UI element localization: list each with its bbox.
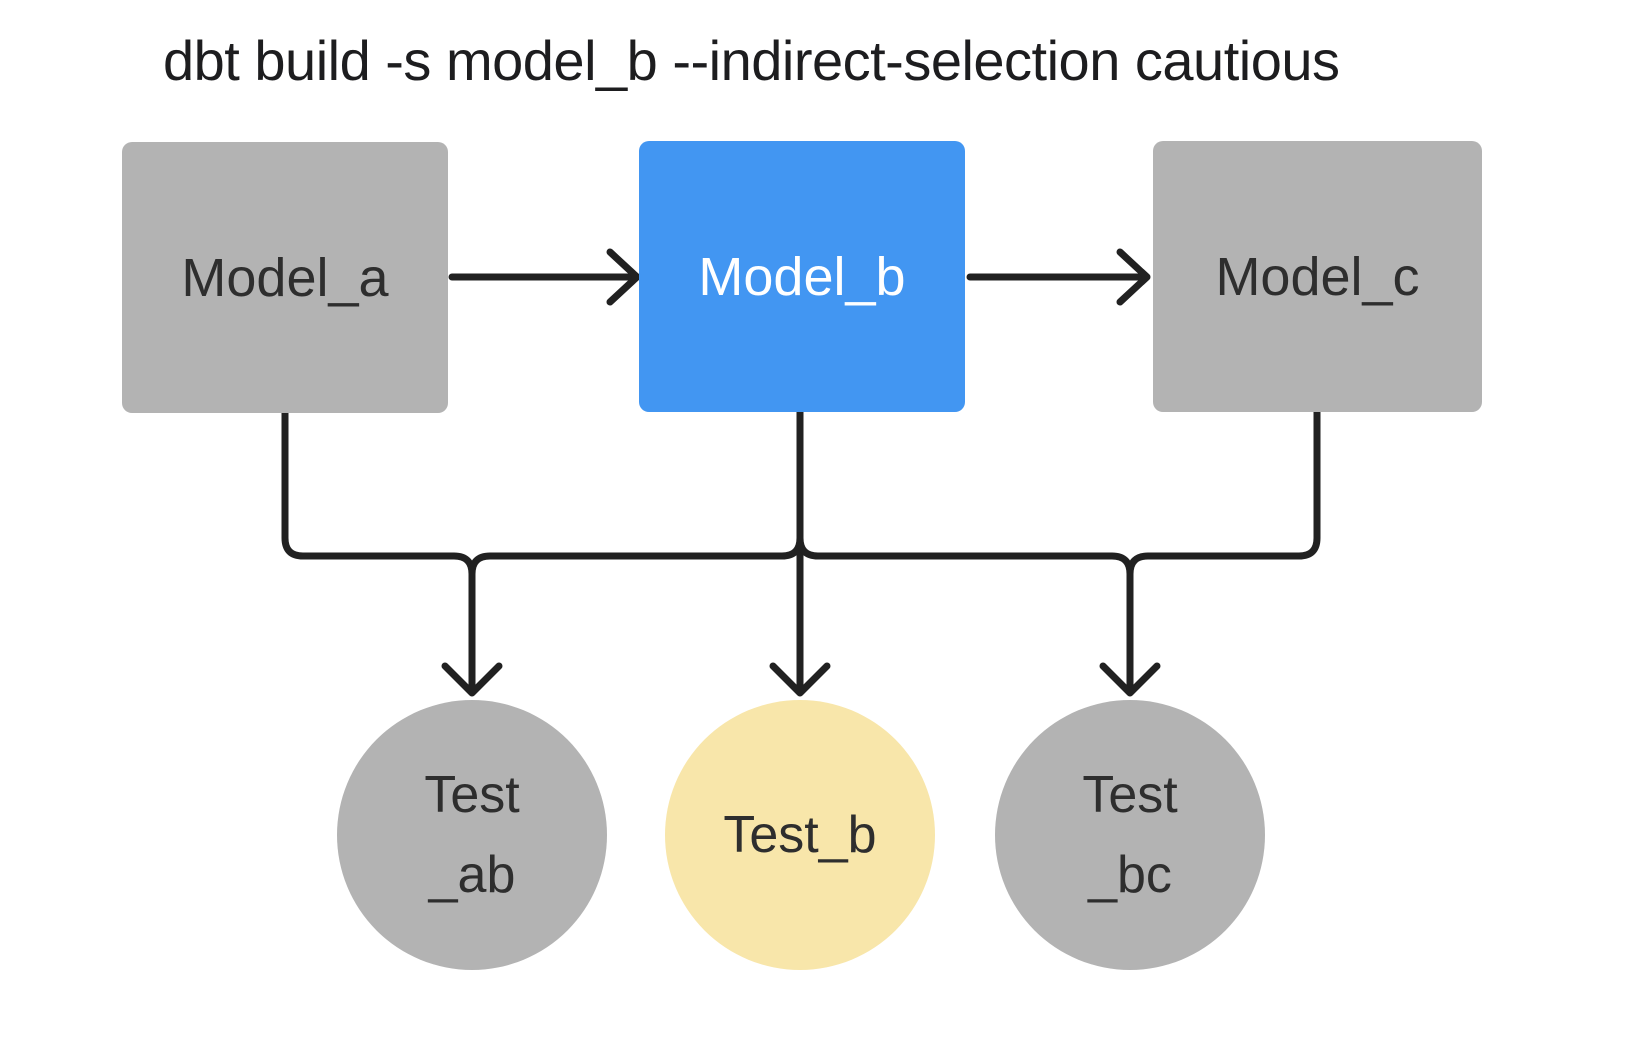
node-model-a: Model_a <box>122 142 448 413</box>
node-test-ab-label-line-2: _ab <box>428 846 516 904</box>
edge-model-b-to-model-c-arrowhead-icon <box>1116 248 1151 306</box>
node-model-c: Model_c <box>1153 141 1482 412</box>
edge-model-b-to-test-bc <box>796 408 1134 694</box>
node-test-bc: Test _bc <box>995 700 1265 970</box>
node-test-b: Test_b <box>665 700 935 970</box>
node-test-bc-label-line-1: Test <box>1082 766 1178 824</box>
node-model-c-label: Model_c <box>1215 246 1420 307</box>
edge-to-test-bc-arrowhead-icon <box>1099 662 1161 697</box>
node-model-b: Model_b <box>639 141 965 412</box>
edge-model-a-to-model-b-arrowhead-icon <box>606 248 641 306</box>
edge-to-test-ab-arrowhead-icon <box>441 662 503 697</box>
node-test-b-label: Test_b <box>723 806 877 864</box>
edge-model-a-to-test-ab <box>281 409 476 694</box>
diagram-title: dbt build -s model_b --indirect-selectio… <box>163 29 1340 92</box>
edge-model-b-to-test-ab <box>468 408 804 694</box>
node-model-b-label: Model_b <box>698 246 906 307</box>
node-test-bc-label-line-2: _bc <box>1088 846 1172 904</box>
edge-model-c-to-test-bc <box>1126 408 1321 694</box>
node-test-ab: Test _ab <box>337 700 607 970</box>
edge-to-test-b-arrowhead-icon <box>769 662 831 697</box>
node-test-ab-label-line-1: Test <box>424 766 520 824</box>
node-model-a-label: Model_a <box>181 247 389 308</box>
